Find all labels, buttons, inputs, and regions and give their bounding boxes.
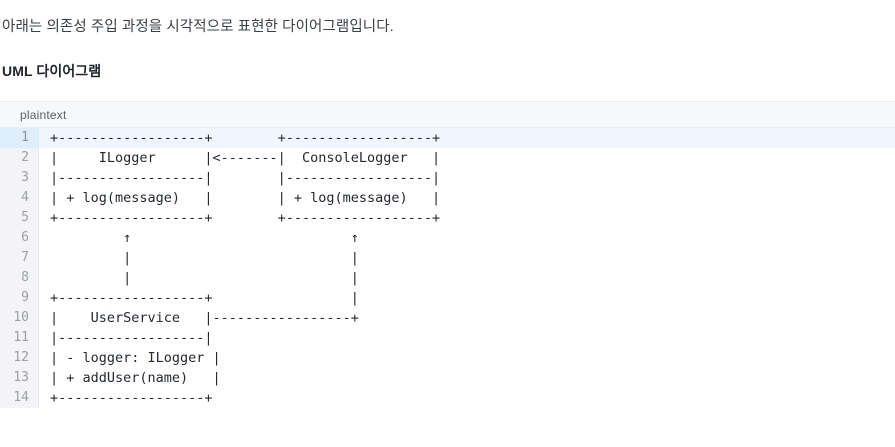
code-line-text: | |: [50, 250, 359, 267]
code-line-text: | + log(message) | | + log(message) |: [50, 190, 441, 207]
code-line-text: +------------------+ |: [50, 290, 359, 307]
code-block: plaintext 1 +------------------+ +-------…: [0, 101, 895, 409]
line-number: 12: [0, 348, 39, 369]
code-line-text: | |: [50, 270, 359, 287]
section-heading: UML 다이어그램: [2, 62, 102, 79]
code-line-row: 1 +------------------+ +-----------------…: [0, 128, 895, 149]
code-line-text: ↑ ↑: [50, 230, 359, 247]
line-number: 7: [0, 248, 39, 269]
line-number: 10: [0, 308, 39, 329]
line-number: 2: [0, 148, 39, 169]
code-language-label: plaintext: [20, 107, 67, 122]
code-line-text: |------------------|: [50, 330, 213, 347]
code-line-text: +------------------+: [50, 390, 213, 407]
code-line-text: | - logger: ILogger |: [50, 350, 221, 367]
code-line-text: | + addUser(name) |: [50, 370, 221, 387]
page-container: 아래는 의존성 주입 과정을 시각적으로 표현한 다이어그램입니다. UML 다…: [0, 19, 895, 409]
code-line-row: 13 | + addUser(name) |: [0, 368, 895, 389]
code-line-row: 2 | ILogger |<-------| ConsoleLogger |: [0, 148, 895, 169]
code-line-row: 8 | |: [0, 268, 895, 289]
code-line-row: 11 |------------------|: [0, 328, 895, 349]
code-line-row: 4 | + log(message) | | + log(message) |: [0, 188, 895, 209]
code-line-text: | ILogger |<-------| ConsoleLogger |: [50, 150, 441, 167]
line-number: 11: [0, 328, 39, 349]
code-line-row: 9 +------------------+ |: [0, 288, 895, 309]
code-line-text: |------------------| |------------------…: [50, 170, 441, 187]
code-line-row: 12 | - logger: ILogger |: [0, 348, 895, 369]
code-line-text: +------------------+ +------------------…: [50, 130, 441, 147]
code-line-row: 5 +------------------+ +-----------------…: [0, 208, 895, 229]
code-line-row: 10 | UserService |-----------------+: [0, 308, 895, 329]
line-number: 8: [0, 268, 39, 289]
line-number: 1: [0, 128, 39, 149]
line-number: 4: [0, 188, 39, 209]
line-number: 14: [0, 388, 39, 409]
code-content-area[interactable]: 1 +------------------+ +-----------------…: [0, 128, 895, 409]
line-number: 13: [0, 368, 39, 389]
line-number: 5: [0, 208, 39, 229]
line-number: 9: [0, 288, 39, 309]
code-line-text: +------------------+ +------------------…: [50, 210, 441, 227]
code-line-row: 3 |------------------| |-----------------…: [0, 168, 895, 189]
code-line-row: 6 ↑ ↑: [0, 228, 895, 249]
code-line-row: 7 | |: [0, 248, 895, 269]
line-number: 6: [0, 228, 39, 249]
code-line-text: | UserService |-----------------+: [50, 310, 359, 327]
code-line-row: 14 +------------------+: [0, 388, 895, 409]
intro-paragraph: 아래는 의존성 주입 과정을 시각적으로 표현한 다이어그램입니다.: [2, 19, 394, 35]
code-block-header: plaintext: [0, 101, 895, 129]
line-number: 3: [0, 168, 39, 189]
